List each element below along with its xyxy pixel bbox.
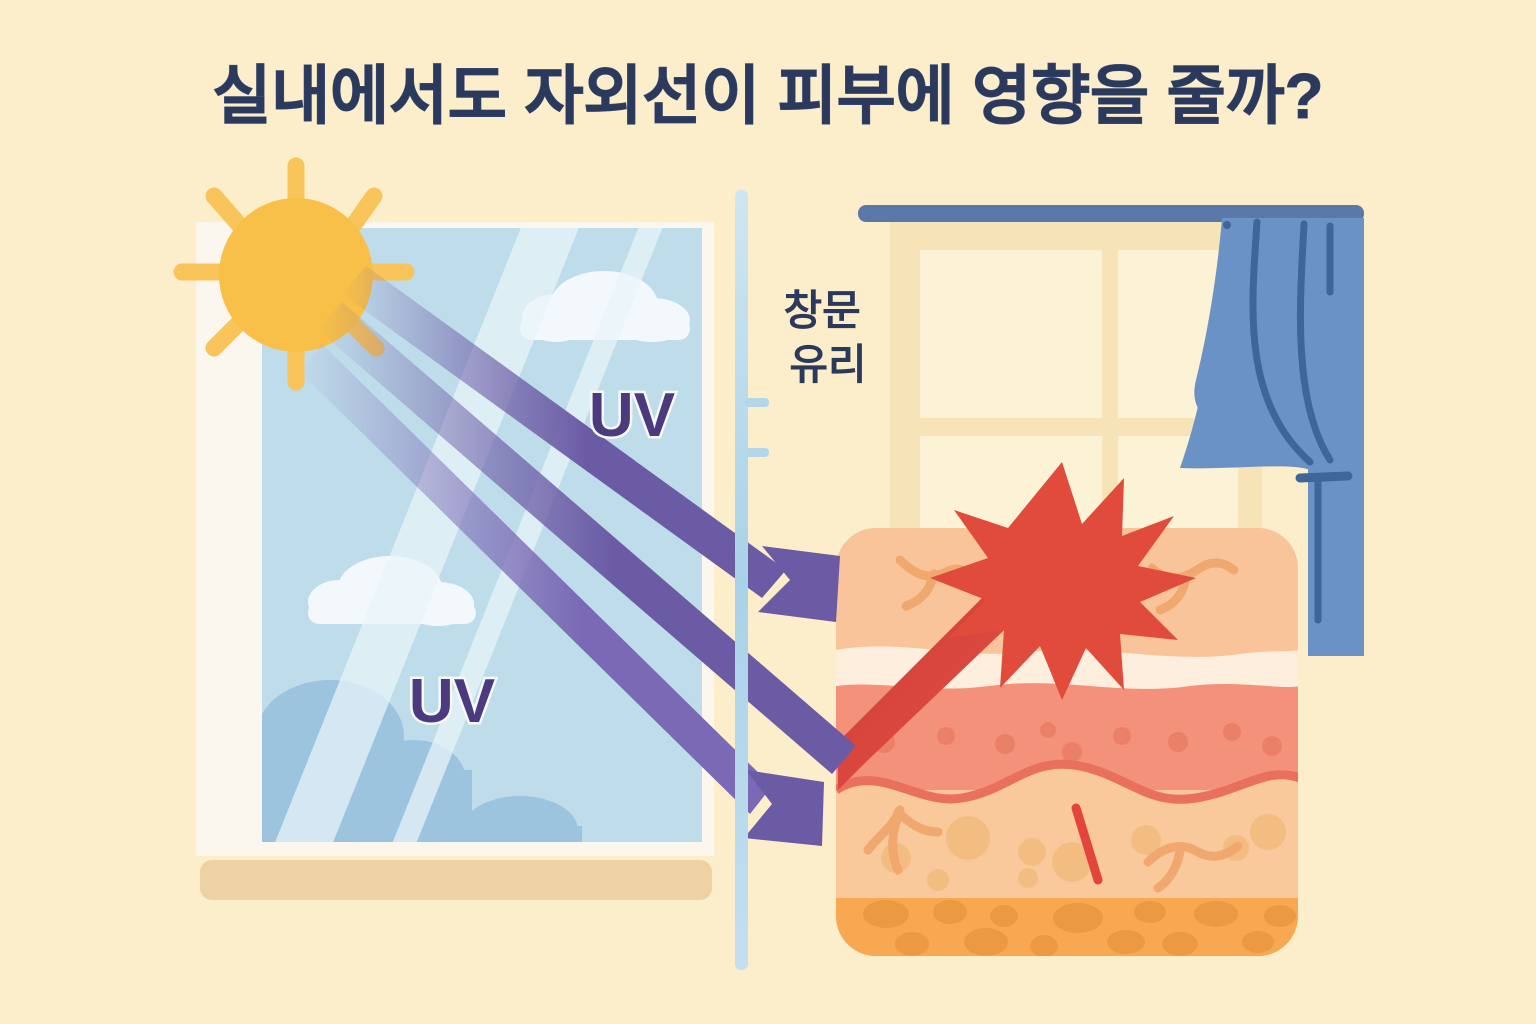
uv-ray-2: [318, 302, 856, 774]
skin-layer-dermis: [836, 683, 1298, 790]
cloud-bottom-blue: [462, 796, 582, 842]
curtain-tieback: [1295, 471, 1353, 483]
glass-tick-lower: [745, 448, 769, 457]
deep-dermis-cells: [881, 814, 1286, 891]
exterior-window: [196, 222, 714, 900]
dermis-boundary-wave: [836, 759, 1298, 804]
uv-ray-1: [342, 266, 840, 622]
window-glass-label: 창문 유리: [784, 287, 873, 388]
damage-indicator: [838, 462, 1196, 790]
uv-label-inner: UV: [409, 667, 495, 736]
skin-vessels: [863, 555, 1243, 893]
uv-arrowhead-1: [758, 546, 840, 622]
glass-tick-upper: [745, 398, 769, 407]
page-title: 실내에서도 자외선이 피부에 영향을 줄까?: [212, 60, 1323, 132]
capillary-line: [1071, 803, 1103, 885]
pane-top-left: [920, 250, 1102, 418]
uv-arrowhead-3: [744, 770, 824, 846]
curtain: [1180, 218, 1364, 656]
damage-burst-icon: [930, 462, 1196, 700]
window-sill: [200, 860, 712, 900]
uv-label-outer: UV: [589, 381, 675, 450]
fat-cells: [863, 900, 1296, 956]
skin-layer-deep-dermis: [836, 764, 1298, 900]
curtain-rod: [858, 205, 1364, 222]
curtain-ring: [1223, 221, 1231, 229]
uv-rays: [300, 266, 856, 846]
glass-divider-bar: [735, 190, 748, 970]
curtain-folds: [1249, 218, 1334, 624]
glass-divider: [735, 190, 769, 970]
uv-ray-3: [300, 344, 824, 846]
